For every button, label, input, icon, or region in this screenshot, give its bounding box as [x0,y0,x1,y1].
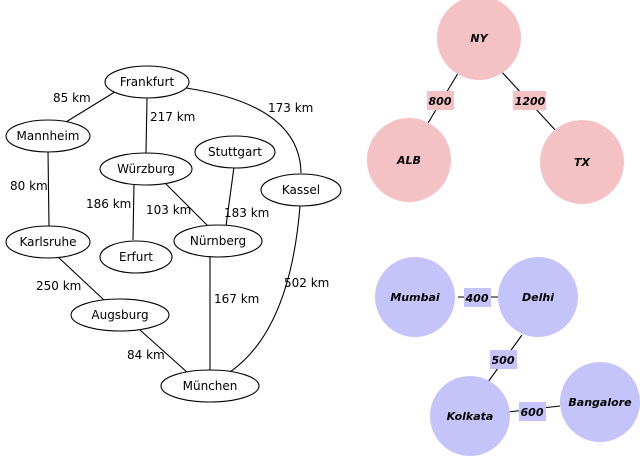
node-karlsruhe: Karlsruhe [5,225,91,259]
edge-label-nurnberg-munchen: 167 km [214,292,259,306]
node-label-tx: TX [574,156,591,169]
us-graph: NY ALB TX 800 1200 [367,0,624,204]
edge-label-frankfurt-wurzburg: 217 km [150,110,195,124]
edge-label-text-delhi-kolkata: 500 [492,354,515,367]
node-label-karlsruhe: Karlsruhe [19,235,76,249]
node-label-mumbai: Mumbai [390,291,440,304]
node-label-delhi: Delhi [522,291,554,304]
node-label-mannheim: Mannheim [17,129,80,143]
node-mannheim: Mannheim [5,119,91,153]
edge-label-wurzburg-nurnberg: 103 km [146,203,191,217]
node-label-augsburg: Augsburg [91,308,148,322]
edge-label-text-ny-alb: 800 [429,95,452,108]
edge-frankfurt-wurzburg [145,97,148,154]
node-bangalore: Bangalore [560,362,640,442]
node-munchen: München [160,369,260,403]
node-ny: NY [437,0,521,80]
edge-wurzburg-erfurt [132,182,135,241]
edge-karlsruhe-augsburg [57,256,105,301]
edge-label-text-kolkata-bangalore: 600 [521,406,544,419]
edge-augsburg-munchen [139,329,189,374]
node-tx: TX [540,120,624,204]
node-mumbai: Mumbai [375,257,455,337]
node-label-erfurt: Erfurt [119,250,153,264]
node-wurzburg: Würzburg [99,152,193,186]
node-label-nurnberg: Nürnberg [190,234,246,248]
node-label-alb: ALB [396,154,421,167]
edge-label-augsburg-munchen: 84 km [127,348,165,362]
india-graph: Mumbai Delhi Kolkata Bangalore 400 500 6… [375,257,640,456]
node-kassel: Kassel [260,173,342,207]
node-frankfurt: Frankfurt [104,65,190,99]
edge-kassel-munchen [229,205,301,373]
node-erfurt: Erfurt [99,240,173,274]
edge-frankfurt-mannheim [65,89,119,123]
node-kolkata: Kolkata [430,376,510,456]
edge-label-kolkata-bangalore: 600 [519,402,546,421]
node-label-kolkata: Kolkata [447,410,494,423]
edge-label-delhi-kolkata: 500 [490,350,517,369]
edge-wurzburg-nurnberg [163,181,209,227]
edge-label-ny-alb: 800 [427,91,454,110]
edge-label-stuttgart-nurnberg: 183 km [224,206,269,220]
node-label-frankfurt: Frankfurt [120,75,175,89]
node-nurnberg: Nürnberg [173,224,263,258]
node-label-stuttgart: Stuttgart [208,145,262,159]
edge-label-frankfurt-kassel: 173 km [268,101,313,115]
node-label-munchen: München [183,379,238,393]
edge-label-mannheim-karlsruhe: 80 km [10,179,48,193]
edge-frankfurt-kassel [185,87,302,174]
node-delhi: Delhi [498,257,578,337]
edge-stuttgart-nurnberg [225,166,235,227]
edge-label-karlsruhe-augsburg: 250 km [36,279,81,293]
node-stuttgart: Stuttgart [194,135,276,169]
node-label-wurzburg: Würzburg [117,162,175,176]
edge-label-wurzburg-erfurt: 186 km [86,197,131,211]
edge-label-kassel-munchen: 502 km [284,276,329,290]
edge-label-frankfurt-mannheim: 85 km [53,91,91,105]
node-label-bangalore: Bangalore [568,396,632,409]
edge-label-ny-tx: 1200 [513,91,546,110]
edge-label-text-mumbai-delhi: 400 [465,292,489,305]
edge-mannheim-karlsruhe [47,150,50,227]
node-augsburg: Augsburg [70,298,170,332]
edge-label-mumbai-delhi: 400 [464,288,491,307]
node-label-kassel: Kassel [282,183,320,197]
node-alb: ALB [367,118,451,202]
node-label-ny: NY [470,32,488,45]
edge-label-text-ny-tx: 1200 [515,95,546,108]
germany-graph: 85 km 217 km 173 km 80 km 186 km 103 km … [5,65,342,403]
